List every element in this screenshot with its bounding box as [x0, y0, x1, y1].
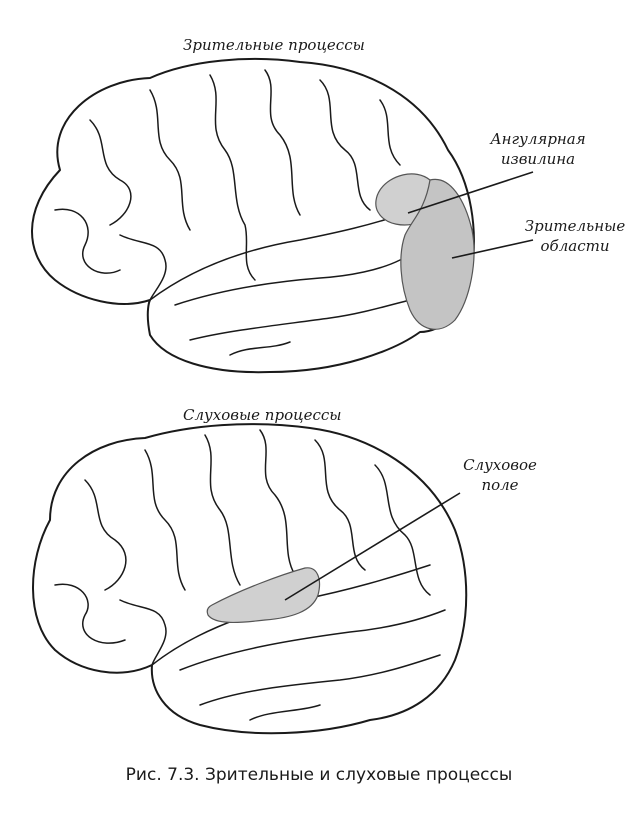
top-sylvian-fissure — [149, 214, 401, 301]
top-visual-areas — [400, 178, 475, 330]
bottom-gyrus-6 — [374, 464, 431, 596]
bottom-gyrus-4 — [259, 429, 296, 576]
label-auditory-line2: поле — [481, 476, 519, 494]
top-gyrus-7 — [54, 208, 121, 274]
top-gyrus-8 — [119, 234, 167, 301]
bottom-gyrus-1 — [84, 479, 127, 591]
top-visual-leader — [451, 239, 534, 259]
bottom-gyrus-3 — [204, 434, 241, 586]
top-figure-title: Зрительные процессы — [183, 36, 365, 54]
bottom-figure-title: Слуховые процессы — [183, 406, 342, 424]
label-angular-gyrus-line2: извилина — [500, 150, 576, 168]
label-angular-gyrus-line1: Ангулярная — [490, 130, 586, 148]
top-angular-leader — [407, 171, 534, 214]
bottom-temporal-gyrus-3 — [249, 704, 321, 721]
label-auditory-line1: Слуховое — [463, 456, 537, 474]
top-temporal-gyrus-1 — [174, 259, 401, 306]
bottom-gyrus-7 — [54, 583, 126, 644]
bottom-temporal-gyrus-1 — [179, 609, 446, 671]
bottom-brain-outline — [32, 423, 468, 735]
bottom-gyrus-2 — [144, 449, 186, 591]
bottom-gyrus-8 — [119, 599, 167, 666]
label-visual-areas-line1: Зрительные — [524, 217, 626, 235]
top-brain — [31, 57, 534, 374]
top-temporal-gyrus-3 — [229, 341, 291, 356]
top-gyrus-6 — [379, 99, 401, 166]
top-temporal-gyrus-2 — [189, 299, 411, 341]
bottom-brain — [32, 423, 468, 735]
label-visual-areas-line2: области — [540, 237, 610, 255]
bottom-auditory-area — [206, 567, 321, 623]
top-gyrus-1 — [89, 119, 132, 226]
top-gyrus-4 — [264, 69, 301, 216]
top-gyrus-5 — [319, 79, 371, 211]
bottom-auditory-leader — [284, 492, 461, 601]
top-gyrus-2 — [149, 89, 191, 231]
bottom-temporal-gyrus-2 — [199, 654, 441, 706]
bottom-gyrus-5 — [314, 439, 366, 571]
figure-caption: Рис. 7.3. Зрительные и слуховые процессы — [125, 765, 513, 785]
